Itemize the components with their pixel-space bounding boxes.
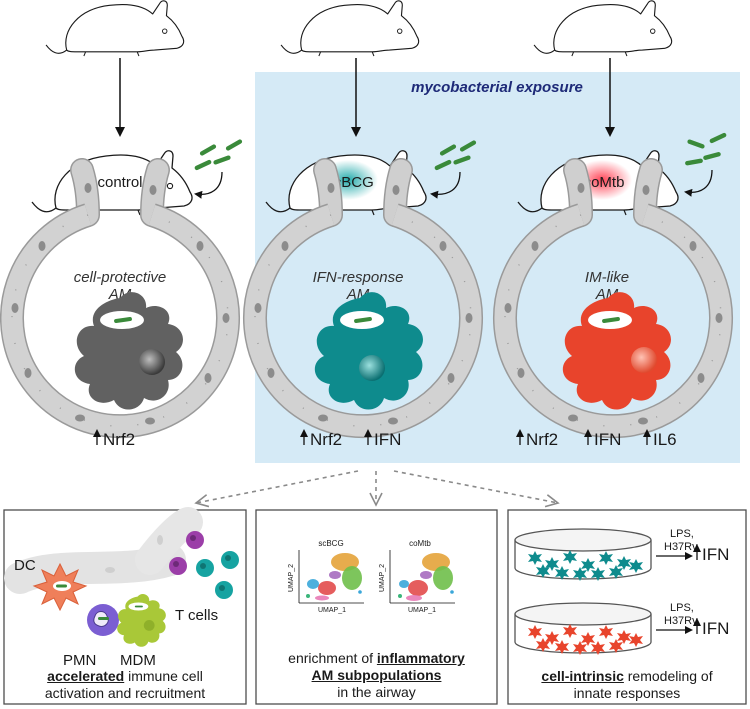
caption-text: remodeling of [623,668,713,684]
marker-list: Nrf2 IFN [300,429,401,449]
caption-middle: enrichment of inflammatory AM subpopulat… [256,650,497,701]
panel-immune-recruitment: DC PMN MDM T cells [3,507,247,705]
caption-text: innate responses [573,685,681,701]
stim-label-line2: H37Rv [664,541,698,553]
am-label-line1: IM-like [585,269,629,286]
stim-label-line1: LPS, [670,528,694,540]
culture-dish-red [514,602,652,655]
marker-label: Nrf2 [310,430,342,449]
caption-text: activation and recruitment [44,685,206,701]
column-comtb: coMtb IM-like AM Nrf2 IFN IL6 [505,0,728,449]
alveolar-macrophage [74,292,183,410]
panel-cell-intrinsic: LPS, H37Rv IFN LPS, H37Rv IFN [507,509,747,705]
am-label-line1: cell-protective [74,269,167,286]
umap-title: scBCG [318,539,343,548]
tcells-label: T cells [175,607,218,624]
curved-arrow [684,169,713,197]
caption-text: enrichment of [288,650,377,666]
column-scbcg: scBCG IFN-response AM Nrf2 IFN [255,0,477,449]
exposure-label: mycobacterial exposure [411,79,583,96]
mdm-label: MDM [120,652,156,669]
umap-xlabel: UMAP_1 [318,607,346,614]
umap-clusters [306,553,362,601]
curved-arrow [194,171,223,199]
mouse-icon [45,0,185,57]
mouse-icon [533,0,673,57]
caption-bold: AM subpopulations [311,667,442,683]
caption-text: immune cell [124,668,203,684]
panel-umap: scBCG UMAP_2 UMAP_1 coMtb UMAP_2 UMAP_1 [255,509,498,705]
caption-bold: inflammatory [376,650,465,666]
marker-label: IL6 [653,430,677,449]
dc-cell-icon [32,562,88,612]
bacilli-icon [193,138,243,171]
umap-plot-scbcg: scBCG UMAP_2 UMAP_1 [288,539,364,614]
alveolar-macrophage [562,292,671,410]
readout-label: IFN [702,619,729,638]
pmn-label: PMN [63,652,96,669]
stim-label-line2: H37Rv [664,615,698,627]
dc-label: DC [14,557,36,574]
marker-label: IFN [374,430,401,449]
marker-label: Nrf2 [103,430,135,449]
marker-label: IFN [594,430,621,449]
readout-label: IFN [702,545,729,564]
caption-bold: cell-intrinsic [541,668,624,684]
caption-bold: accelerated [47,668,125,684]
umap-clusters [398,553,454,601]
mouse-icon [280,0,420,57]
column-control: control cell-protective AM Nrf2 [12,0,243,449]
mdm-cell-icon [117,593,166,647]
marker-list: Nrf2 [93,429,135,449]
caption-left: accelerated immune cell activation and r… [4,668,246,702]
am-label-line1: IFN-response [313,269,404,286]
caption-right: cell-intrinsic remodeling of innate resp… [508,668,746,702]
curved-arrow [430,171,461,199]
marker-label: Nrf2 [526,430,558,449]
alveolar-macrophage [314,292,423,410]
dashed-arrows [194,470,560,508]
marker-list: Nrf2 IFN IL6 [516,429,677,449]
umap-plot-comtb: coMtb UMAP_2 UMAP_1 [379,539,455,614]
culture-dish-teal [514,528,652,581]
caption-text: in the airway [337,684,416,700]
pmn-cell-icon [87,604,119,636]
umap-ylabel: UMAP_2 [288,564,295,592]
dashed-arrow-right [393,470,560,508]
tcells-icon [169,531,239,599]
umap-xlabel: UMAP_1 [408,607,436,614]
stim-label-line1: LPS, [670,602,694,614]
umap-title: coMtb [409,539,431,548]
dashed-arrow-left [194,470,359,508]
mouse-label: coMtb [584,174,625,191]
mouse-label: control [97,174,142,191]
umap-ylabel: UMAP_2 [379,564,386,592]
